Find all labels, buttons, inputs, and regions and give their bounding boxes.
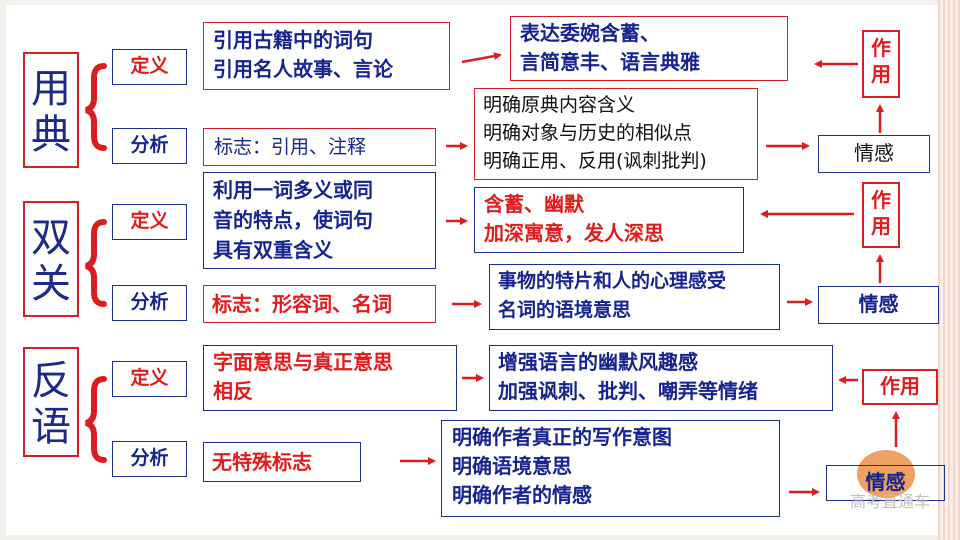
decorative-stripe bbox=[938, 0, 960, 540]
topic-fanyu: 反 语 bbox=[23, 347, 79, 457]
definition-box: 引用古籍中的词句 引用名人故事、言论 bbox=[203, 22, 450, 90]
analysis-detail-box: 明确作者真正的写作意图 明确语境意思 明确作者的情感 bbox=[441, 420, 780, 517]
analysis-box: 无特殊标志 bbox=[203, 442, 361, 482]
definition-label: 定义 bbox=[112, 361, 187, 397]
detail-line: 明确作者的情感 bbox=[452, 483, 592, 507]
emotion-ellipse bbox=[857, 450, 915, 498]
effect-line: 表达委婉含蓄、 bbox=[520, 21, 660, 45]
emotion-box: 情感 bbox=[818, 286, 939, 324]
emotion-label: 情感 bbox=[858, 292, 899, 316]
function-char: 作 bbox=[871, 36, 891, 60]
analysis-detail-box: 事物的特片和人的心理感受 名词的语境意思 bbox=[489, 264, 780, 330]
emotion-box: 情感 bbox=[826, 465, 945, 501]
brace bbox=[85, 376, 107, 463]
function-label: 作用 bbox=[880, 374, 920, 398]
detail-line: 明确原典内容含义 bbox=[483, 94, 636, 116]
function-char: 作 bbox=[871, 188, 891, 212]
analysis-box: 标志：形容词、名词 bbox=[203, 285, 436, 323]
analysis-line: 标志：引用、注释 bbox=[214, 136, 367, 158]
function-box: 作用 bbox=[862, 369, 938, 405]
watermark: 高考直通车 bbox=[849, 492, 930, 511]
topic-char: 语 bbox=[31, 404, 71, 450]
analysis-box: 标志：引用、注释 bbox=[203, 128, 436, 166]
emotion-label: 情感 bbox=[865, 470, 906, 494]
brace bbox=[85, 219, 107, 307]
effect-line: 言简意丰、语言典雅 bbox=[520, 50, 700, 74]
definition-effect-box: 增强语言的幽默风趣感 加强讽刺、批判、嘲弄等情绪 bbox=[489, 345, 833, 411]
analysis-line: 无特殊标志 bbox=[212, 450, 312, 474]
analysis-label: 分析 bbox=[112, 441, 187, 477]
effect-line: 增强语言的幽默风趣感 bbox=[498, 350, 698, 374]
definition-label: 定义 bbox=[112, 49, 187, 85]
detail-line: 名词的语境意思 bbox=[498, 299, 632, 321]
definition-label: 定义 bbox=[112, 204, 187, 240]
detail-line: 事物的特片和人的心理感受 bbox=[498, 270, 727, 292]
definition-line: 字面意思与真正意思 bbox=[213, 350, 393, 374]
detail-line: 明确语境意思 bbox=[452, 454, 572, 478]
topic-char: 用 bbox=[31, 66, 71, 112]
function-char: 用 bbox=[871, 214, 891, 238]
effect-line: 加强讽刺、批判、嘲弄等情绪 bbox=[498, 379, 758, 403]
arrow bbox=[461, 52, 502, 64]
definition-line: 相反 bbox=[213, 379, 253, 403]
brace bbox=[85, 63, 107, 151]
definition-line: 具有双重含义 bbox=[213, 238, 333, 262]
analysis-label: 分析 bbox=[112, 128, 187, 164]
definition-line: 引用名人故事、言论 bbox=[213, 57, 393, 81]
definition-box: 利用一词多义或同 音的特点，使词句 具有双重含义 bbox=[203, 172, 436, 269]
topic-char: 反 bbox=[31, 358, 71, 404]
definition-line: 利用一词多义或同 bbox=[213, 178, 373, 202]
function-char: 用 bbox=[871, 62, 891, 86]
topic-char: 双 bbox=[31, 215, 71, 261]
definition-line: 引用古籍中的词句 bbox=[213, 28, 373, 52]
emotion-box: 情感 bbox=[818, 135, 930, 173]
effect-line: 加深寓意，发人深思 bbox=[484, 221, 664, 245]
definition-effect-box: 含蓄、幽默 加深寓意，发人深思 bbox=[474, 187, 744, 253]
definition-box: 字面意思与真正意思 相反 bbox=[203, 345, 457, 411]
function-box: 作 用 bbox=[862, 182, 900, 248]
detail-line: 明确作者真正的写作意图 bbox=[452, 425, 672, 449]
definition-effect-box: 表达委婉含蓄、 言简意丰、语言典雅 bbox=[510, 16, 788, 81]
analysis-label: 分析 bbox=[112, 285, 187, 321]
topic-char: 典 bbox=[31, 112, 71, 158]
analysis-line: 标志：形容词、名词 bbox=[212, 292, 392, 316]
effect-line: 含蓄、幽默 bbox=[484, 192, 584, 216]
definition-line: 音的特点，使词句 bbox=[213, 208, 373, 232]
topic-char: 关 bbox=[31, 261, 71, 307]
detail-line: 明确正用、反用(讽刺批判) bbox=[483, 150, 707, 172]
topic-shuangguan: 双 关 bbox=[23, 201, 79, 317]
analysis-detail-box: 明确原典内容含义 明确对象与历史的相似点 明确正用、反用(讽刺批判) bbox=[474, 88, 758, 180]
detail-line: 明确对象与历史的相似点 bbox=[483, 122, 693, 144]
emotion-label: 情感 bbox=[854, 141, 894, 165]
function-box: 作 用 bbox=[862, 30, 900, 98]
topic-yongdian: 用 典 bbox=[23, 52, 79, 168]
